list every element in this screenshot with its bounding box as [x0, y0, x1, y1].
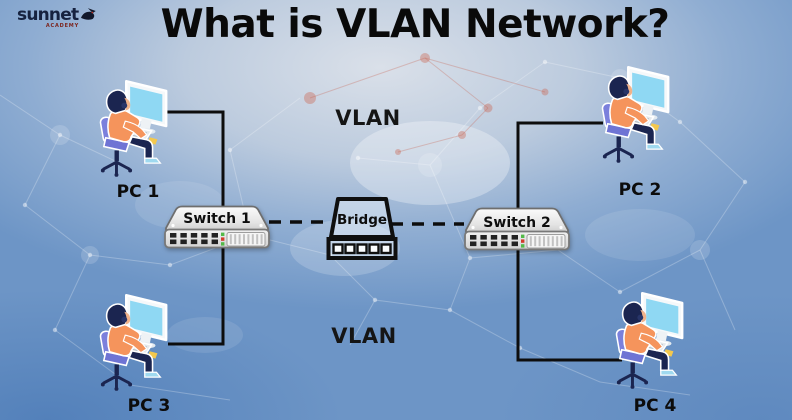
pc4-clipart [612, 290, 690, 392]
logo: sunnet ACADEMY [17, 7, 97, 29]
logo-bird-icon [81, 8, 97, 20]
pc4-label: PC 4 [633, 396, 677, 416]
page-title: What is VLAN Network? [160, 2, 670, 47]
pc2-label: PC 2 [618, 180, 662, 200]
logo-subtitle: ACADEMY [45, 23, 79, 29]
logo-text: sunnet [17, 5, 79, 25]
switch1-label: Switch 1 [183, 211, 251, 227]
pc1-label: PC 1 [116, 182, 160, 202]
bridge-label: Bridge [336, 212, 388, 228]
bridge-device [326, 197, 398, 260]
vlan-label-bottom: VLAN [331, 324, 397, 348]
switch2-label: Switch 2 [483, 215, 551, 231]
bridge-ports [332, 243, 392, 255]
pc3-clipart [96, 292, 174, 394]
pc1-clipart [96, 78, 174, 180]
pc3-label: PC 3 [127, 396, 171, 416]
vlan-label-top: VLAN [335, 106, 401, 130]
pc2-clipart [598, 64, 676, 166]
